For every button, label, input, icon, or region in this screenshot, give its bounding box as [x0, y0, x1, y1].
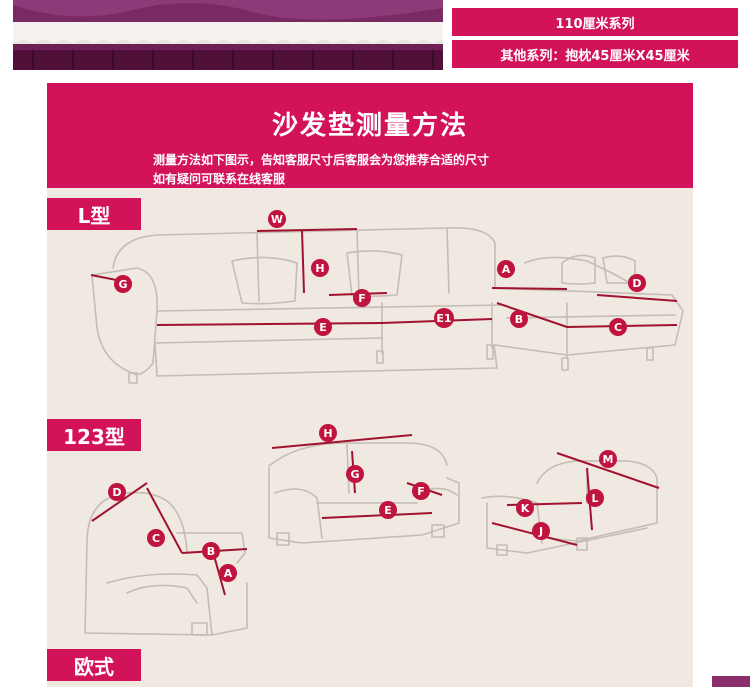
- marker-2s-k-label: K: [521, 502, 530, 515]
- marker-3s-g: [346, 465, 364, 483]
- next-photo-glimpse: [712, 676, 750, 687]
- l-sofa-markers: W H G F E E1 A B C D: [114, 210, 646, 336]
- marker-2s-l: [586, 489, 604, 507]
- marker-d-label: D: [632, 277, 641, 290]
- marker-3s-h: [319, 424, 337, 442]
- section-tag-123-type: 123型: [47, 419, 141, 451]
- marker-e1-label: E1: [436, 312, 451, 325]
- marker-e-label: E: [319, 321, 327, 334]
- size-series-110: 110厘米系列: [452, 8, 738, 36]
- marker-c: [609, 318, 627, 336]
- marker-b: [510, 310, 528, 328]
- marker-2s-j: [532, 522, 550, 540]
- marker-2s-m: [599, 450, 617, 468]
- three-seat-markers: H G F E: [319, 424, 430, 519]
- marker-2s-j-label: J: [538, 525, 543, 538]
- marker-f-label: F: [358, 292, 366, 305]
- marker-e: [314, 318, 332, 336]
- marker-chair-d: [108, 483, 126, 501]
- marker-chair-b-label: B: [207, 545, 215, 558]
- marker-2s-l-label: L: [591, 492, 598, 505]
- marker-f: [353, 289, 371, 307]
- sofa-measurement-diagram: W H G F E E1 A B C D D C B: [84, 210, 684, 636]
- page-title: 沙发垫测量方法: [271, 111, 468, 141]
- marker-g-label: G: [118, 278, 127, 291]
- marker-w: [268, 210, 286, 228]
- marker-3s-h-label: H: [323, 427, 332, 440]
- marker-e1: [434, 308, 454, 328]
- marker-a: [497, 260, 515, 278]
- marker-c-label: C: [614, 321, 622, 334]
- product-photo: [13, 0, 443, 70]
- marker-chair-d-label: D: [112, 486, 121, 499]
- marker-3s-e: [379, 501, 397, 519]
- marker-a-label: A: [502, 263, 511, 276]
- measurement-header: 沙发垫测量方法 测量方法如下图示，告知客服尺寸后客服会为您推荐合适的尺寸 如有疑…: [47, 83, 693, 188]
- marker-g: [114, 275, 132, 293]
- marker-3s-f: [412, 482, 430, 500]
- marker-h-label: H: [315, 262, 324, 275]
- marker-b-label: B: [515, 313, 523, 326]
- size-series-other: 其他系列：抱枕45厘米X45厘米: [452, 40, 738, 68]
- marker-3s-g-label: G: [350, 468, 359, 481]
- section-tag-euro: 欧式: [47, 649, 141, 681]
- marker-chair-c: [147, 529, 165, 547]
- marker-chair-c-label: C: [152, 532, 160, 545]
- marker-w-label: W: [271, 213, 283, 226]
- size-info: 110厘米系列 其他系列：抱枕45厘米X45厘米: [452, 0, 738, 68]
- measurement-contact-note: 如有疑问可联系在线客服: [153, 172, 286, 186]
- marker-chair-a-label: A: [224, 567, 233, 580]
- marker-chair-a: [219, 564, 237, 582]
- marker-d: [628, 274, 646, 292]
- measurement-panel: 沙发垫测量方法 测量方法如下图示，告知客服尺寸后客服会为您推荐合适的尺寸 如有疑…: [47, 83, 693, 687]
- marker-2s-m-label: M: [603, 453, 614, 466]
- marker-chair-b: [202, 542, 220, 560]
- measurement-description: 测量方法如下图示，告知客服尺寸后客服会为您推荐合适的尺寸: [153, 153, 490, 167]
- marker-h: [311, 259, 329, 277]
- two-seat-markers: M K L J: [516, 450, 617, 540]
- armchair-markers: D C B A: [108, 483, 237, 582]
- marker-3s-e-label: E: [384, 504, 392, 517]
- section-tag-l-type: L型: [47, 198, 141, 230]
- marker-3s-f-label: F: [417, 485, 425, 498]
- marker-2s-k: [516, 499, 534, 517]
